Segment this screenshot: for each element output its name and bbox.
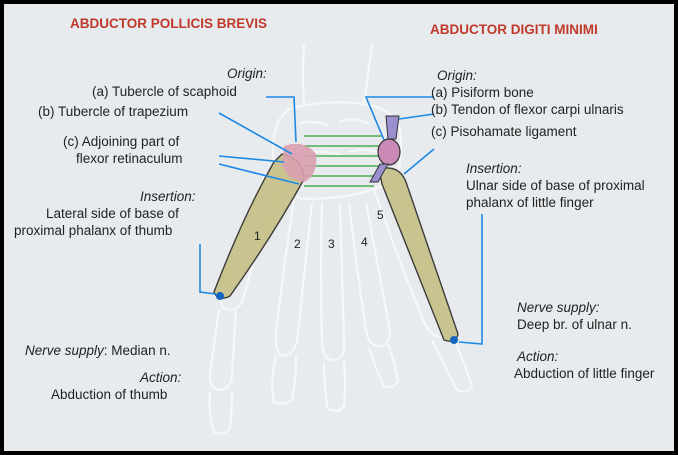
left-origin-c1: (c) Adjoining part of	[63, 134, 179, 149]
digit-3: 3	[328, 237, 335, 251]
right-origin-c: (c) Pisohamate ligament	[431, 124, 577, 139]
right-insertion-heading: Insertion:	[466, 161, 522, 176]
little-finger-insertion-dot	[450, 336, 458, 344]
fcu-tendon	[386, 116, 399, 139]
right-nerve-value: Deep br. of ulnar n.	[517, 317, 632, 332]
right-insertion-line2: phalanx of little finger	[466, 195, 594, 210]
left-origin-heading: Origin:	[227, 66, 267, 81]
left-action-heading: Action:	[140, 370, 181, 385]
right-origin-a: (a) Pisiform bone	[431, 85, 534, 100]
digit-1: 1	[254, 229, 261, 243]
right-muscle-title: ABDUCTOR DIGITI MINIMI	[430, 22, 598, 37]
digit-4: 4	[361, 235, 368, 249]
left-nerve-supply: Nerve supply: Median n.	[25, 343, 171, 358]
left-insertion-line1: Lateral side of base of	[46, 206, 179, 221]
right-action-value: Abduction of little finger	[514, 366, 654, 381]
right-nerve-heading: Nerve supply:	[517, 300, 600, 315]
right-origin-b: (b) Tendon of flexor carpi ulnaris	[431, 102, 624, 117]
right-origin-heading: Origin:	[437, 68, 477, 83]
left-action-value: Abduction of thumb	[51, 387, 167, 402]
left-origin-c2: flexor retinaculum	[76, 151, 183, 166]
left-insertion-heading: Insertion:	[140, 189, 196, 204]
abductor-digiti-minimi-muscle	[379, 168, 458, 341]
left-nerve-value: : Median n.	[104, 343, 171, 358]
pisiform-bone	[378, 139, 400, 165]
left-muscle-title: ABDUCTOR POLLICIS BREVIS	[70, 16, 267, 31]
right-insertion-line1: Ulnar side of base of proximal	[466, 178, 645, 193]
right-action-heading: Action:	[517, 349, 558, 364]
digit-2: 2	[294, 237, 301, 251]
left-origin-b: (b) Tubercle of trapezium	[38, 104, 188, 119]
left-nerve-heading: Nerve supply	[25, 343, 104, 358]
left-origin-a: (a) Tubercle of scaphoid	[92, 84, 237, 99]
digit-5: 5	[377, 208, 384, 222]
thumb-insertion-dot	[216, 292, 224, 300]
left-insertion-line2: proximal phalanx of thumb	[14, 223, 172, 238]
diagram-frame: 1 2 3 4 5 ABDUCTOR POLLICIS BREVIS Origi…	[4, 4, 674, 451]
